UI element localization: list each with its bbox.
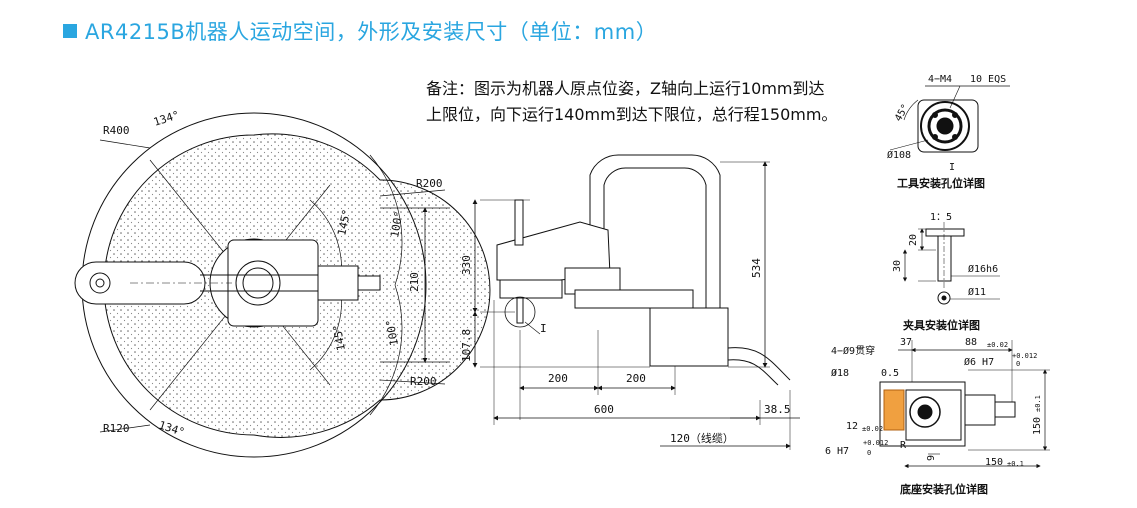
base-detail (834, 340, 1050, 469)
label-534: 534 (750, 258, 763, 278)
label-100-bottom: 100° (384, 318, 401, 346)
tool-ref: I (949, 162, 955, 173)
label-r400: R400 (103, 124, 130, 137)
base-counterbore-depth: 0.5 (881, 368, 899, 379)
clamp-dim-30: 30 (892, 260, 903, 272)
page-title-text: AR4215B机器人运动空间，外形及安装尺寸（单位：mm） (85, 20, 658, 44)
clamp-detail-labels: 1：5 20 30 Ø16h6 Ø11 夹具安装位详图 (892, 212, 998, 332)
detail-marker: I (540, 322, 547, 335)
note-line-1: 备注：图示为机器人原点位姿，Z轴向上运行10mm到达 (426, 79, 825, 98)
base-pin-left: 6 H7 (825, 446, 849, 457)
label-600: 600 (594, 403, 614, 416)
workspace-view (74, 112, 491, 458)
label-145-top: 145° (335, 208, 353, 237)
title-square-icon (63, 24, 77, 38)
base-dim-150-v: 150 (1032, 417, 1043, 435)
label-330: 330 (460, 255, 473, 275)
base-tol-150-v: ±0.1 (1034, 395, 1042, 412)
base-counterbore: Ø18 (831, 367, 849, 379)
clamp-d11: Ø11 (968, 286, 986, 298)
label-120-cable: 120（线缆） (670, 431, 734, 445)
tool-caption: 工具安装孔位详图 (897, 176, 985, 190)
clamp-d16: Ø16h6 (968, 263, 998, 275)
side-view-labels: 330 534 107.8 200 200 600 38.5 120（线缆） I (460, 255, 791, 445)
label-134-top: 134° (152, 108, 181, 129)
note-line-2: 上限位，向下运行140mm到达下限位，总行程150mm。 (426, 105, 838, 124)
base-pin-top-tol-lower: 0 (1016, 360, 1020, 368)
label-200-a: 200 (548, 372, 568, 385)
label-38-5: 38.5 (764, 403, 791, 416)
base-detail-labels: 4−Ø9贯穿 Ø18 0.5 37 88 ±0.02 Ø6 H7 +0.012 … (825, 337, 1043, 496)
base-tol-88: ±0.02 (987, 341, 1008, 349)
tool-angle: 45° (893, 102, 912, 123)
clamp-detail (902, 222, 1000, 305)
base-caption: 底座安装孔位详图 (900, 482, 988, 496)
label-r120: R120 (103, 422, 130, 435)
tool-detail (889, 85, 1010, 153)
base-pin-left-tol-upper: +0.012 (863, 439, 888, 447)
tool-holes-depth: 10 EQS (970, 74, 1006, 85)
label-145-bottom: 145° (331, 323, 348, 351)
base-dim-12: 12 (846, 421, 858, 432)
label-100-top: 100° (388, 210, 405, 238)
base-pin-left-tol-lower: 0 (867, 449, 871, 457)
clamp-scale: 1：5 (930, 212, 952, 223)
tool-holes: 4−M4 (928, 74, 952, 85)
label-200-b: 200 (626, 372, 646, 385)
base-dim-88: 88 (965, 337, 977, 348)
base-tol-150-h: ±0.1 (1007, 460, 1024, 468)
tool-diameter: Ø108 (887, 149, 911, 161)
base-pin-top: Ø6 H7 (964, 356, 994, 368)
base-r-label: R (900, 440, 907, 451)
base-dim-150-h: 150 (985, 457, 1003, 468)
base-holes: 4−Ø9贯穿 (831, 344, 875, 357)
side-view (472, 154, 800, 450)
base-dim-9: 9 (926, 455, 937, 461)
clamp-caption: 夹具安装位详图 (903, 318, 980, 332)
label-r200-bottom: R200 (410, 375, 437, 388)
base-dim-37: 37 (900, 337, 912, 348)
page-title: AR4215B机器人运动空间，外形及安装尺寸（单位：mm） (63, 18, 657, 44)
label-r200-top: R200 (416, 177, 443, 190)
base-pin-top-tol-upper: +0.012 (1012, 352, 1037, 360)
note: 备注：图示为机器人原点位姿，Z轴向上运行10mm到达 上限位，向下运行140mm… (426, 76, 846, 128)
label-107-8: 107.8 (460, 329, 473, 362)
clamp-dim-20: 20 (908, 234, 919, 246)
label-210: 210 (408, 272, 421, 292)
base-tol-12: ±0.02 (862, 425, 883, 433)
